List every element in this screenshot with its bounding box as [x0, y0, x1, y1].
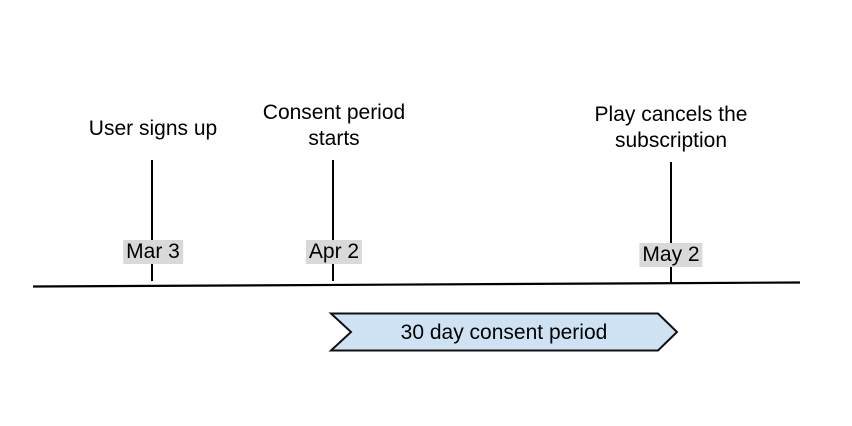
date-label-apr-2: Apr 2 [305, 240, 363, 264]
timeline-axis-line [32, 281, 801, 288]
event-title-play-cancels-subscription: Play cancels the subscription [594, 103, 748, 152]
event-title-user-signs-up: User signs up [88, 117, 218, 140]
event-title-consent-period-starts: Consent period starts [262, 101, 406, 150]
consent-period-arrow-label: 30 day consent period [400, 321, 608, 344]
consent-period-arrow [328, 312, 679, 352]
date-label-may-2: May 2 [639, 243, 703, 267]
date-label-mar-3: Mar 3 [123, 240, 183, 264]
